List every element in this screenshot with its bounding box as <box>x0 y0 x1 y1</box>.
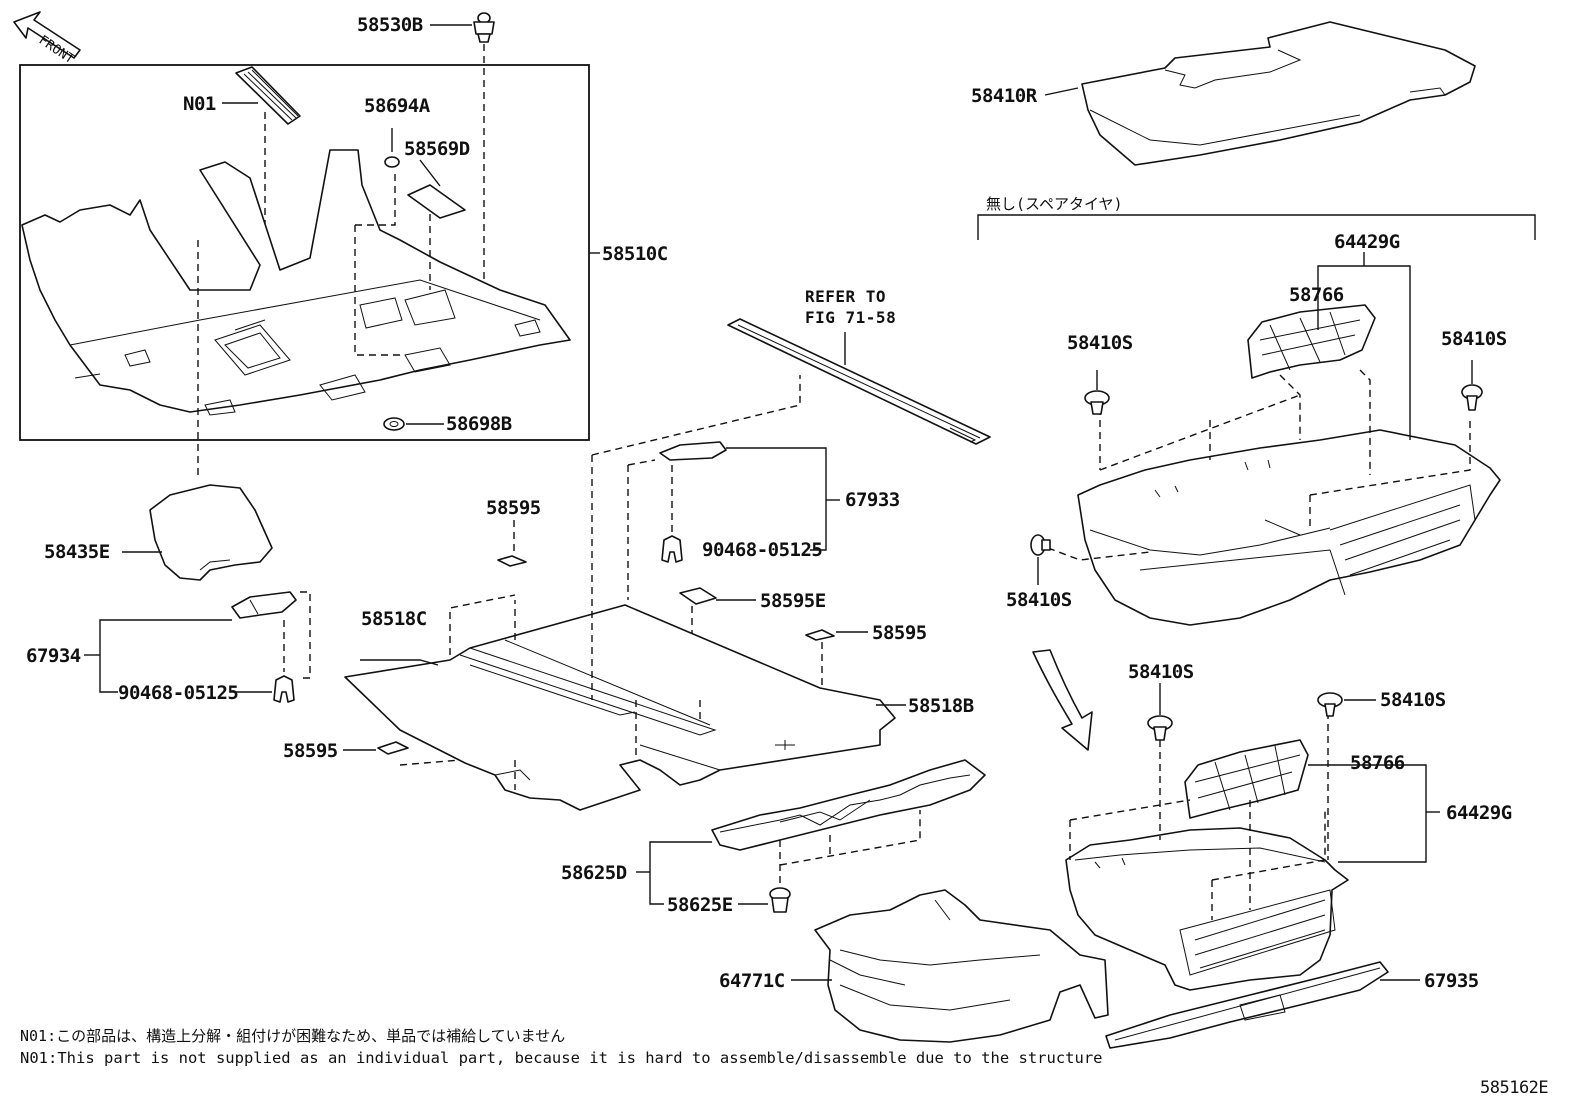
label-58510C: 58510C <box>602 243 668 265</box>
clip-58410S-d-icon <box>1147 715 1173 741</box>
label-67934: 67934 <box>26 645 81 667</box>
footnote-japanese: N01:この部品は、構造上分解・組付けが困難なため、単品では補給していません <box>20 1027 565 1045</box>
footnote-english: N01:This part is not supplied as an indi… <box>20 1049 1103 1067</box>
clip-58410S-a-icon <box>1084 390 1110 415</box>
label-64429G-top: 64429G <box>1334 231 1400 253</box>
front-arrow-icon: FRONT <box>13 11 81 67</box>
label-67935: 67935 <box>1424 970 1479 992</box>
label-58410S-e: 58410S <box>1380 689 1446 711</box>
label-58410S-a: 58410S <box>1067 332 1133 354</box>
pad-58435E-icon <box>149 484 273 581</box>
label-58410S-d: 58410S <box>1128 661 1194 683</box>
cover-67934-icon <box>231 591 297 619</box>
transition-arrow-icon <box>1032 649 1093 751</box>
pad-58595E-icon <box>679 587 717 605</box>
sill-plate-67935-icon <box>1105 961 1389 1049</box>
luggage-box-lower-icon <box>1065 827 1349 991</box>
cover-58766-bot-icon <box>1184 739 1309 819</box>
spare-bracket <box>977 214 1536 240</box>
clip-58410S-b-icon <box>1461 384 1483 411</box>
label-refer-line1: REFER TO <box>805 287 886 306</box>
rear-floor-carpet-icon <box>344 604 896 811</box>
label-67933: 67933 <box>845 489 900 511</box>
label-58625D: 58625D <box>561 862 627 884</box>
label-58518C: 58518C <box>361 608 427 630</box>
clip-58530B-icon <box>473 12 495 43</box>
label-58694A: 58694A <box>364 95 431 117</box>
label-58410R: 58410R <box>971 85 1038 107</box>
label-58595-right: 58595 <box>872 622 927 644</box>
strip-58569D-icon <box>407 184 466 219</box>
label-n01: N01 <box>183 93 216 115</box>
label-58595-top: 58595 <box>486 497 541 519</box>
label-90468-mid: 90468-05125 <box>702 539 822 561</box>
clip-58625E-icon <box>769 887 791 913</box>
label-58569D: 58569D <box>404 138 470 160</box>
label-58625E: 58625E <box>667 894 733 916</box>
pad-58595-right-icon <box>805 629 835 641</box>
label-58518B: 58518B <box>908 695 974 717</box>
n01-pad-icon <box>235 66 301 125</box>
luggage-box-upper-icon <box>1077 429 1501 626</box>
label-90468-left: 90468-05125 <box>118 682 238 704</box>
clip-90468-left-icon <box>273 675 295 703</box>
label-58410S-b: 58410S <box>1441 328 1507 350</box>
label-refer-line2: FIG 71-58 <box>805 308 896 327</box>
cover-58766-top-icon <box>1247 304 1376 379</box>
pad-58595-left-icon <box>377 741 409 755</box>
label-58530B: 58530B <box>357 14 423 36</box>
label-58410S-c: 58410S <box>1006 589 1072 611</box>
label-spare-note: 無し(スペアタイヤ) <box>986 195 1123 213</box>
label-58698B: 58698B <box>446 413 512 435</box>
label-64429G-bot: 64429G <box>1446 802 1512 824</box>
label-58595E: 58595E <box>760 590 826 612</box>
label-58766-top: 58766 <box>1289 284 1344 306</box>
cover-67933-icon <box>659 441 727 461</box>
deck-board-58410R-icon <box>1081 21 1476 166</box>
clip-90468-mid-icon <box>661 535 683 563</box>
grommet-58698B-icon <box>383 417 405 431</box>
label-58595-left: 58595 <box>283 740 338 762</box>
label-58435E: 58435E <box>44 541 110 563</box>
pad-58595-top-icon <box>497 555 527 567</box>
front-floor-carpet-icon <box>21 149 571 416</box>
label-64771C: 64771C <box>719 970 785 992</box>
tub-64771C-icon <box>814 889 1109 1043</box>
clip-58410S-c-icon <box>1030 534 1051 556</box>
bracket-58625D-icon <box>711 759 986 851</box>
rail-fig71-58-icon <box>727 318 991 445</box>
label-58766-bot: 58766 <box>1350 752 1405 774</box>
clip-58410S-e-icon <box>1317 692 1343 717</box>
figure-code: 585162E <box>1480 1078 1548 1098</box>
button-58694A-icon <box>384 156 400 168</box>
